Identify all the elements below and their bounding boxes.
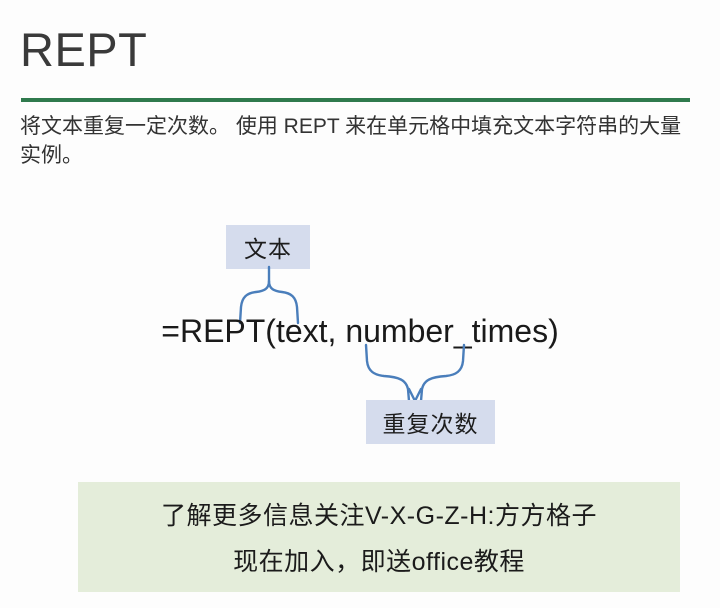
- formula-syntax: =REPT(text, number_times): [161, 313, 559, 349]
- brace-text-arg-icon: [238, 265, 300, 325]
- function-description: 将文本重复一定次数。 使用 REPT 来在单元格中填充文本字符串的大量实例。: [20, 115, 682, 167]
- title-divider: [21, 98, 690, 102]
- label-box-text-arg: 文本: [226, 225, 310, 269]
- promo-banner: 了解更多信息关注V-X-G-Z-H:方方格子 现在加入，即送office教程: [78, 482, 680, 592]
- label-box-number-times-arg: 重复次数: [366, 400, 495, 444]
- page-title: REPT: [20, 23, 148, 76]
- promo-line-follow: 了解更多信息关注V-X-G-Z-H:方方格子: [161, 502, 597, 530]
- syntax-diagram: 文本 =REPT(text, number_times) 重复次数: [0, 205, 720, 460]
- brace-number-times-icon: [364, 343, 466, 403]
- promo-line-offer: 现在加入，即送office教程: [233, 548, 525, 576]
